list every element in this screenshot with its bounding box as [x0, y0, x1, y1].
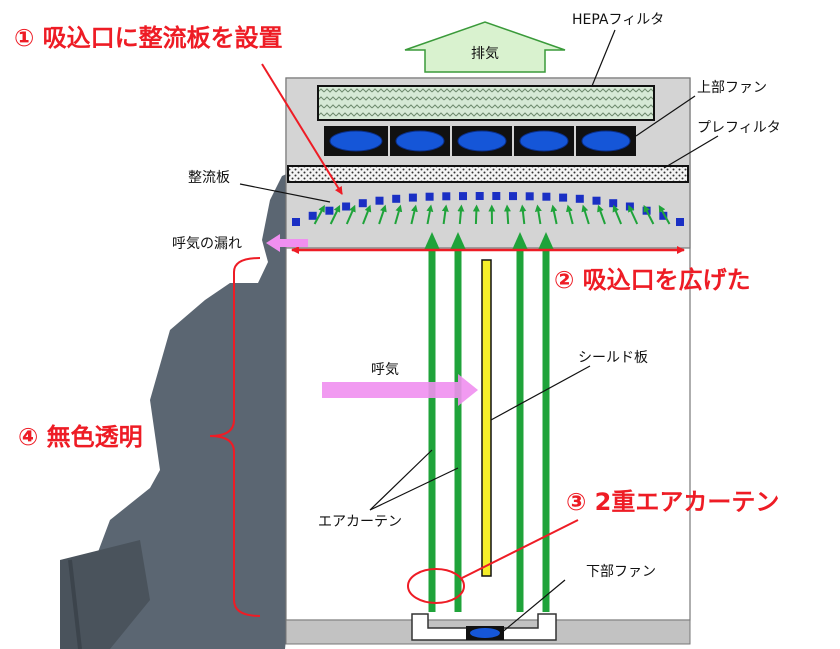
point1-annotation: ① 吸込口に整流板を設置: [14, 24, 283, 52]
point3-circle: [407, 568, 465, 604]
intake-arrow: [597, 204, 606, 225]
intake-arrow: [519, 204, 527, 225]
intake-arrow: [313, 204, 325, 225]
prefilter-label: プレフィルタ: [697, 120, 781, 136]
lower-fan-blade: [470, 628, 500, 638]
hepa-filter: [317, 85, 655, 121]
exhale-label: 呼気: [371, 362, 399, 378]
leak-arrow: [266, 234, 308, 252]
straightener-vane: [676, 218, 684, 226]
point4-brace: [209, 257, 261, 617]
intake-arrow: [628, 204, 639, 225]
person-silhouette: [60, 168, 345, 649]
intake-arrow: [612, 204, 623, 225]
lower-fan-housing: [411, 613, 557, 641]
exhaust-arrow: [404, 21, 566, 73]
straightener-vane: [525, 192, 534, 201]
point1-pointer: [261, 63, 343, 195]
point3-pointer: [461, 519, 579, 579]
intake-arrow: [534, 204, 542, 225]
straightener-label: 整流板: [188, 170, 230, 186]
leader-lines: [239, 29, 719, 635]
intake-arrow: [581, 204, 590, 225]
intake-arrow: [394, 204, 403, 225]
intake-arrow: [503, 204, 511, 225]
intake-arrow: [441, 204, 449, 225]
intake-arrow: [426, 204, 434, 225]
straightener-vane: [559, 193, 568, 202]
straightener-vane: [392, 194, 401, 203]
straightener-vane: [459, 192, 467, 201]
straightener-vane: [592, 196, 601, 205]
straightener-vane: [475, 192, 484, 200]
straightener-vane: [325, 206, 334, 215]
straightener-vane: [358, 199, 367, 208]
shield-label: シールド板: [578, 350, 648, 366]
straightener-vane: [509, 192, 517, 201]
straightener-vane: [342, 202, 351, 211]
exhaust-label: 排気: [471, 46, 499, 62]
upper-fan-row: [324, 126, 636, 156]
intake-airflow-arrows: [313, 204, 671, 225]
intake-arrow: [410, 204, 418, 225]
straightener-vane: [492, 192, 501, 200]
intake-arrow: [566, 204, 574, 225]
prefilter: [287, 165, 689, 183]
straightener-vane: [375, 196, 384, 205]
shield-plate: [481, 259, 492, 577]
straightener-vane: [308, 211, 317, 220]
straightener-vane: [442, 192, 451, 201]
air-curtain-streams: [428, 246, 550, 612]
point3-annotation: ③ 2重エアカーテン: [566, 488, 779, 516]
straightener-vane: [408, 193, 417, 202]
straightener-vane: [609, 199, 618, 208]
intake-arrow: [345, 204, 356, 225]
intake-arrow: [457, 204, 465, 225]
air-curtain-arrowheads: [424, 232, 554, 250]
leak-label: 呼気の漏れ: [172, 236, 242, 252]
point2-annotation: ② 吸込口を広げた: [554, 266, 751, 294]
intake-arrow: [329, 204, 341, 225]
straightener-vane: [659, 211, 668, 220]
air-curtain-label: エアカーテン: [318, 514, 402, 530]
intake-arrow: [658, 204, 671, 225]
intake-arrow: [378, 204, 387, 225]
intake-arrow: [643, 204, 655, 225]
airflow-straightener: [292, 192, 684, 226]
lower-fan-label: 下部ファン: [586, 564, 656, 580]
straightener-vane: [292, 218, 300, 226]
intake-arrow: [550, 204, 558, 225]
intake-arrow: [472, 204, 480, 225]
upper-fan-label: 上部ファン: [697, 80, 767, 96]
hepa-label: HEPAフィルタ: [572, 12, 664, 28]
straightener-vane: [425, 192, 434, 201]
intake-arrow: [362, 204, 372, 225]
straightener-vane: [542, 192, 551, 201]
straightener-vane: [575, 194, 584, 203]
exhale-arrow: [322, 374, 478, 406]
point4-annotation: ④ 無色透明: [18, 423, 143, 451]
